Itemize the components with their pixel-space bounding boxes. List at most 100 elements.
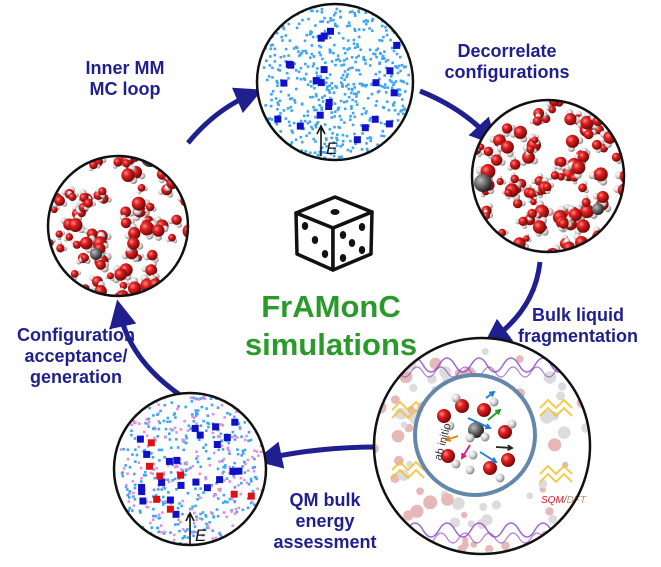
scatter-point xyxy=(152,414,155,417)
scatter-point xyxy=(139,511,142,514)
scatter-point xyxy=(288,124,292,127)
scatter-point xyxy=(167,491,170,494)
scatter-point xyxy=(405,118,409,121)
scatter-point xyxy=(357,54,360,58)
scatter-point xyxy=(253,475,257,479)
scatter-point xyxy=(362,107,366,110)
scatter-point xyxy=(252,469,256,473)
scatter-point xyxy=(337,125,340,129)
scatter-point xyxy=(161,511,164,514)
oxygen-atom xyxy=(504,188,513,197)
scatter-point xyxy=(356,45,359,48)
decorrelated-configuration-circle xyxy=(470,98,626,254)
scatter-point xyxy=(219,534,223,537)
scatter-point xyxy=(331,87,334,90)
scatter-point xyxy=(332,154,336,158)
oxygen-atom xyxy=(65,233,74,241)
scatter-point xyxy=(391,61,394,65)
scatter-point xyxy=(408,6,411,9)
scatter-point xyxy=(133,437,137,440)
scatter-point xyxy=(160,448,163,452)
scatter-point xyxy=(277,19,281,22)
oxygen-atom xyxy=(127,281,142,295)
scatter-point xyxy=(313,108,316,112)
scatter-point xyxy=(251,455,254,459)
scatter-point xyxy=(304,72,308,76)
scatter-point xyxy=(335,136,338,140)
scatter-point xyxy=(293,98,296,102)
carbon-atom xyxy=(474,174,492,192)
scatter-point xyxy=(268,117,272,120)
scatter-point xyxy=(336,54,340,57)
scatter-point xyxy=(158,516,161,520)
scatter-point xyxy=(277,68,280,71)
scatter-point xyxy=(341,73,345,77)
oxygen-atom xyxy=(56,244,65,253)
oxygen-atom xyxy=(54,195,65,206)
scatter-marker xyxy=(138,488,146,496)
scatter-point xyxy=(167,480,171,484)
oxygen-atom xyxy=(496,178,504,186)
background-atom xyxy=(391,395,400,404)
scatter-point xyxy=(236,448,239,451)
scatter-point xyxy=(312,55,316,58)
scatter-point xyxy=(270,10,274,13)
scatter-point xyxy=(157,484,161,488)
oxygen-atom xyxy=(580,204,594,219)
step-bulk-liquid-fragmentation: Bulk liquid fragmentation xyxy=(517,305,638,346)
scatter-point xyxy=(253,528,256,531)
scatter-point xyxy=(197,398,201,401)
oxygen-atom xyxy=(532,116,543,126)
scatter-point xyxy=(202,528,206,532)
oxygen-atom xyxy=(580,115,594,130)
scatter-point xyxy=(352,38,356,42)
scatter-point xyxy=(186,491,190,495)
scatter-point xyxy=(185,468,188,471)
scatter-point xyxy=(128,492,131,496)
scatter-point xyxy=(347,95,351,99)
scatter-point xyxy=(407,73,410,77)
scatter-marker xyxy=(390,89,398,97)
scatter-point xyxy=(270,118,274,121)
scatter-marker xyxy=(231,418,239,426)
scatter-point xyxy=(287,120,291,124)
step-qm-bulk-energy-assessment: QM bulk energy assessment xyxy=(273,490,377,552)
hydrogen-atom xyxy=(451,393,461,403)
scatter-point xyxy=(390,46,394,50)
scatter-point xyxy=(166,420,169,424)
scatter-point xyxy=(364,58,367,62)
scatter-point xyxy=(345,24,349,28)
scatter-point xyxy=(133,498,137,501)
background-atom xyxy=(410,504,424,518)
scatter-point xyxy=(330,136,333,140)
scatter-point xyxy=(175,438,178,441)
scatter-point xyxy=(343,107,347,111)
hydrogen-atom xyxy=(172,171,179,178)
scatter-marker xyxy=(136,435,144,443)
scatter-point xyxy=(266,139,270,143)
scatter-point xyxy=(302,77,306,80)
scatter-point xyxy=(246,397,250,401)
scatter-point xyxy=(316,67,319,70)
scatter-point xyxy=(133,472,136,476)
scatter-point xyxy=(289,143,293,146)
scatter-point xyxy=(404,65,407,68)
scatter-point xyxy=(157,420,160,423)
scatter-point xyxy=(360,148,364,151)
scatter-point xyxy=(271,9,275,13)
scatter-point xyxy=(392,49,396,53)
scatter-point xyxy=(398,55,402,59)
scatter-point xyxy=(339,16,342,19)
scatter-point xyxy=(406,154,409,157)
oxygen-atom xyxy=(182,223,188,239)
scatter-point xyxy=(176,465,179,468)
scatter-point xyxy=(306,65,310,68)
scatter-point xyxy=(206,414,210,417)
scatter-point xyxy=(370,92,374,96)
scatter-point xyxy=(215,508,219,511)
scatter-point xyxy=(244,533,248,537)
oxygen-atom xyxy=(98,187,107,196)
scatter-point xyxy=(176,407,179,411)
scatter-point xyxy=(291,158,295,160)
scatter-point xyxy=(321,57,324,61)
